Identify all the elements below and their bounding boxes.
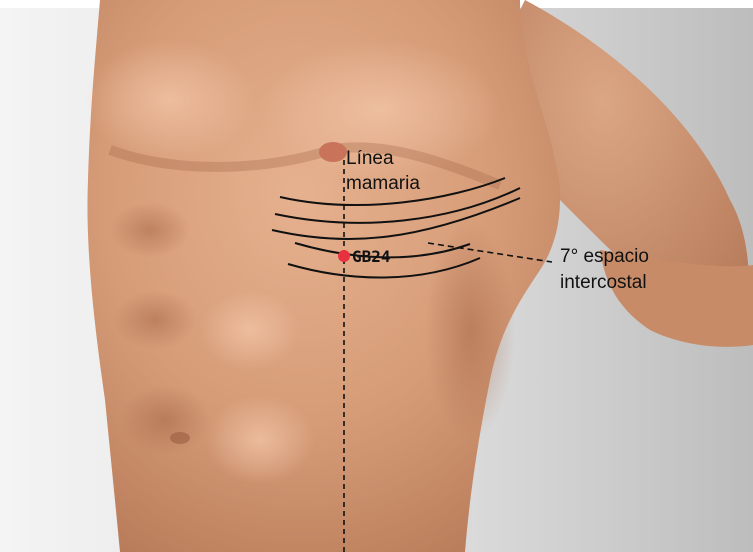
gb24-point	[338, 250, 350, 262]
mammary-line-label-line1: Línea	[346, 148, 394, 169]
intercostal-label-line2: intercostal	[560, 272, 647, 293]
abs-shade-4	[200, 290, 300, 370]
nipple	[319, 142, 347, 162]
mammary-line-label-line2: mamaria	[346, 173, 420, 194]
abs-shade-2	[113, 290, 197, 350]
gb24-label: GB24	[352, 247, 391, 266]
pec-left-highlight	[85, 40, 255, 160]
abs-shade-1	[110, 202, 190, 258]
navel	[170, 432, 190, 444]
abs-shade-5	[205, 395, 315, 485]
intercostal-label-line1: 7° espacio	[560, 246, 649, 267]
abs-shade-3	[120, 385, 210, 455]
